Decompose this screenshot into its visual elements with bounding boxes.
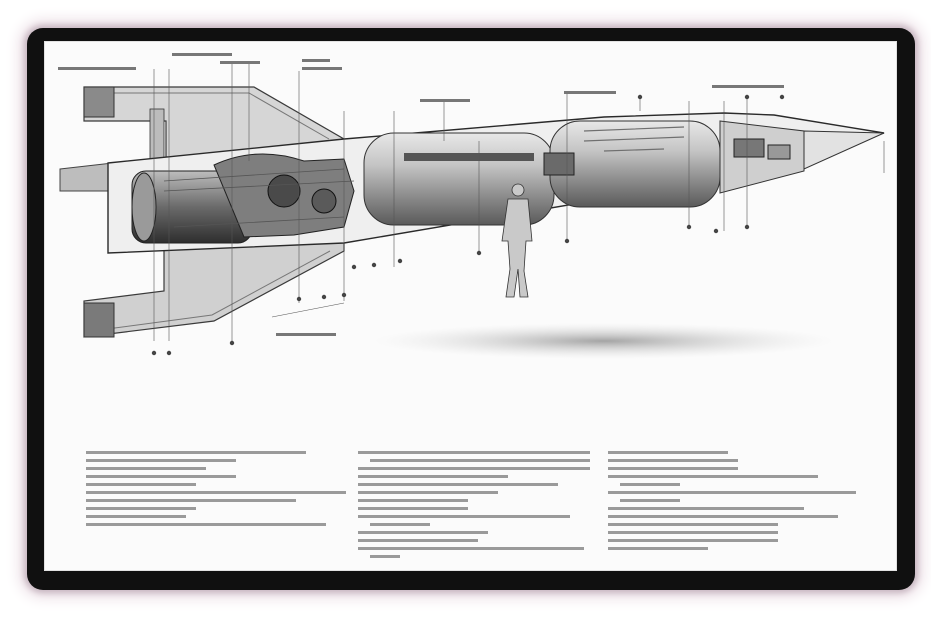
callout-label-bars: [58, 53, 784, 336]
diagram-sheet: [44, 41, 897, 571]
human-figure-scale: [501, 183, 533, 298]
rocket-cutaway-diagram: [58, 53, 885, 359]
ground-shadow: [374, 323, 834, 359]
callout-leaders: [153, 61, 885, 341]
warhead-nose: [803, 130, 885, 170]
callout-dots: [151, 94, 785, 356]
legend-text-blocks: [86, 451, 856, 558]
